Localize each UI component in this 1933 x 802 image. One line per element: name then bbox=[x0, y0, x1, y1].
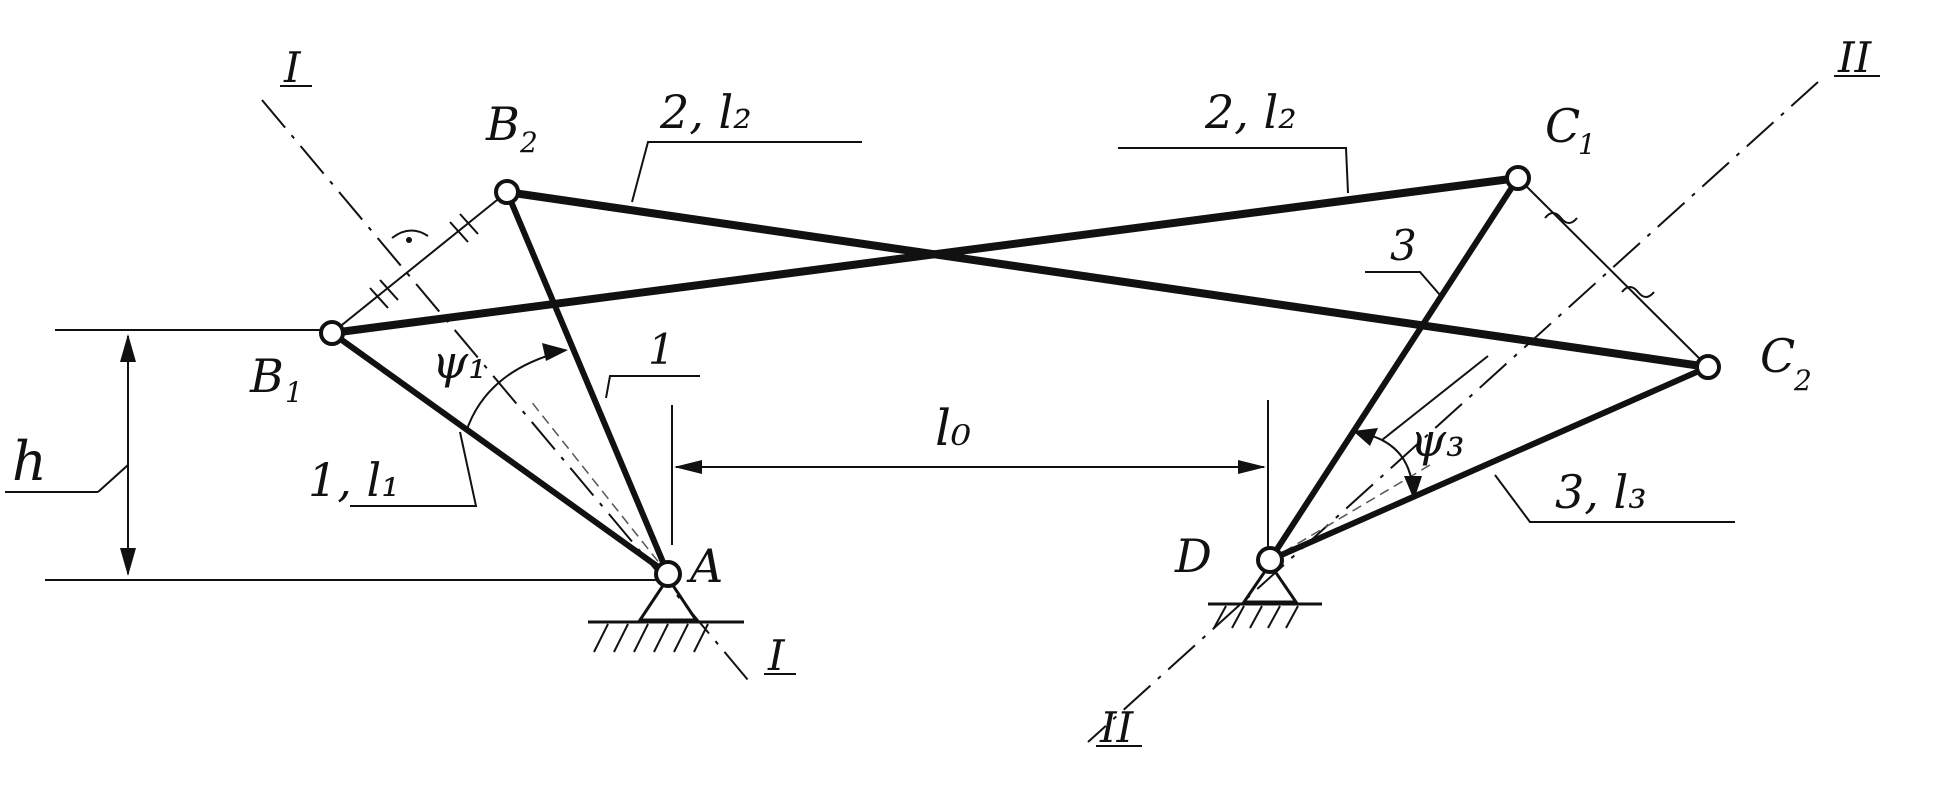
psi3-leader bbox=[1381, 355, 1489, 441]
link-3-position-1 bbox=[1267, 175, 1521, 563]
label-l0: l₀ bbox=[935, 399, 971, 457]
l0-arrow-right-icon bbox=[1238, 460, 1266, 474]
label-psi3: ψ₃ bbox=[1410, 413, 1465, 467]
link3-l3-leader bbox=[1494, 474, 1735, 523]
h-arrow-up-icon bbox=[120, 334, 136, 362]
label-B2-sub: 2 bbox=[519, 126, 538, 159]
joint-A bbox=[654, 560, 682, 588]
label-B1: B bbox=[249, 349, 284, 403]
label-link2-left: 2, l₂ bbox=[659, 85, 752, 139]
label-psi1: ψ₁ bbox=[432, 335, 487, 389]
link2-left-leader bbox=[631, 141, 862, 203]
label-link3-num: 3 bbox=[1390, 221, 1417, 270]
joint-B2 bbox=[494, 179, 520, 205]
h-arrow-down-icon bbox=[120, 548, 136, 576]
link-1-position-2 bbox=[504, 189, 671, 577]
axis-II-line bbox=[1087, 81, 1819, 743]
link-1-position-1 bbox=[329, 330, 671, 577]
support-D-icon bbox=[1208, 561, 1322, 629]
label-D: D bbox=[1174, 529, 1212, 583]
l0-arrow-left-icon bbox=[674, 460, 702, 474]
label-C1-sub: 1 bbox=[1578, 128, 1596, 161]
link2-right-leader bbox=[1118, 147, 1349, 194]
label-link3: 3, l₃ bbox=[1555, 465, 1647, 519]
link1-l1-leader bbox=[350, 431, 478, 507]
joint-C2 bbox=[1695, 354, 1721, 380]
label-A: A bbox=[686, 539, 723, 593]
psi1-arc bbox=[465, 351, 561, 433]
right-angle-dot-icon bbox=[406, 237, 412, 243]
psi3-arrow-icon bbox=[1404, 476, 1422, 500]
label-h: h bbox=[12, 430, 47, 493]
label-C1: C bbox=[1545, 99, 1580, 153]
right-angle-mark-icon bbox=[391, 229, 429, 239]
joint-D bbox=[1256, 546, 1284, 574]
joint-C1 bbox=[1505, 165, 1531, 191]
label-C2: C bbox=[1760, 329, 1795, 383]
label-B1-sub: 1 bbox=[285, 376, 303, 409]
label-axis-II-bottom: II bbox=[1099, 703, 1135, 752]
chord-B1-B2 bbox=[331, 191, 508, 334]
h-leader-tick bbox=[97, 464, 129, 493]
psi3-arrow-top-icon bbox=[1353, 428, 1378, 446]
link1-leader bbox=[605, 375, 700, 399]
label-axis-I-bottom: I bbox=[767, 631, 786, 680]
label-axis-I-top: I bbox=[283, 43, 302, 92]
joint-B1 bbox=[319, 320, 345, 346]
label-B2: B bbox=[485, 97, 520, 151]
chord-C1-C2 bbox=[1517, 177, 1709, 368]
support-A-icon bbox=[588, 575, 744, 653]
label-link2-right: 2, l₂ bbox=[1204, 85, 1297, 139]
equal-ticks-right-icon bbox=[1544, 212, 1655, 298]
label-link1: 1, l₁ bbox=[308, 453, 400, 507]
label-C2-sub: 2 bbox=[1793, 364, 1812, 397]
link-3-position-2 bbox=[1267, 364, 1711, 563]
equal-ticks-left-icon bbox=[369, 213, 479, 309]
psi1-arrow-icon bbox=[542, 343, 568, 361]
link3-num-leader bbox=[1365, 271, 1441, 296]
psi3-arc bbox=[1354, 431, 1414, 493]
label-link1-num: 1 bbox=[648, 325, 675, 374]
label-axis-II-top: II bbox=[1837, 33, 1873, 82]
link-2-position-2 bbox=[503, 188, 1712, 371]
dashed-A-to-bisector bbox=[529, 399, 669, 575]
